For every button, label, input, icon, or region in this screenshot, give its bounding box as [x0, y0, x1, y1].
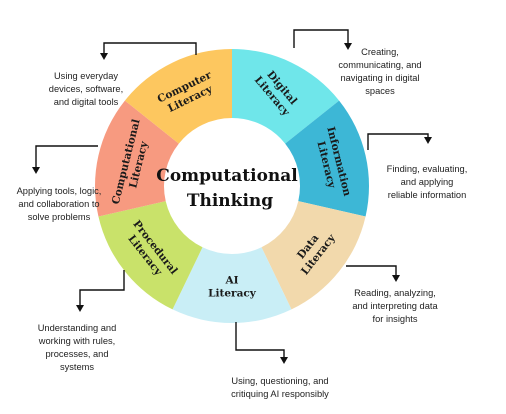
segment-computational-literacy	[94, 100, 179, 217]
description-line: Understanding and	[37, 323, 117, 333]
description-line: and applying	[400, 177, 454, 187]
segment-ring	[94, 49, 370, 323]
description-line: Applying tools, logic,	[16, 186, 102, 196]
connector-procedural	[79, 270, 125, 306]
arrowhead-computer	[100, 53, 108, 60]
description-line: and digital tools	[53, 97, 119, 107]
connector-computer	[103, 42, 197, 55]
description-digital-literacy: Creating, communicating, and navigating …	[315, 46, 445, 98]
center-title: Computational Thinking	[156, 166, 303, 211]
description-line: and collaboration to	[18, 199, 100, 209]
description-computational-literacy: Applying tools, logic, and collaboration…	[0, 185, 118, 224]
description-information-literacy: Finding, evaluating, and applying reliab…	[370, 163, 484, 202]
description-procedural-literacy: Understanding and working with rules, pr…	[22, 322, 132, 374]
description-data-literacy: Reading, analyzing, and interpreting dat…	[330, 287, 460, 326]
description-line: navigating in digital	[340, 73, 420, 83]
description-line: and interpreting data	[352, 301, 438, 311]
connector-lines	[32, 29, 432, 364]
description-line: Using everyday	[53, 71, 119, 81]
description-line: reliable information	[387, 190, 467, 200]
connector-computational	[35, 145, 98, 168]
description-line: systems	[59, 362, 95, 372]
description-line: Creating,	[361, 47, 399, 57]
segment-computer-literacy	[124, 49, 232, 144]
description-line: spaces	[365, 86, 395, 96]
arrowhead-information	[424, 137, 432, 144]
segment-data-literacy	[261, 201, 366, 310]
arrowhead-computational	[32, 167, 40, 174]
connector-ai	[235, 322, 285, 358]
segment-ai-literacy	[172, 247, 292, 323]
description-line: Using, questioning, and	[231, 376, 329, 386]
segment-procedural-literacy	[98, 201, 203, 310]
description-line: communicating, and	[338, 60, 422, 70]
arrowhead-procedural	[76, 305, 84, 312]
description-line: for insights	[372, 314, 418, 324]
arrowhead-ai	[280, 357, 288, 364]
description-computer-literacy: Using everyday devices, software, and di…	[34, 70, 138, 109]
segment-label-line: AI	[224, 275, 238, 287]
description-line: processes, and	[45, 349, 109, 359]
center-title-line-2: Thinking	[187, 191, 273, 211]
connector-information	[367, 133, 429, 150]
description-line: Finding, evaluating,	[386, 164, 468, 174]
description-ai-literacy: Using, questioning, and critiquing AI re…	[210, 375, 350, 401]
segment-label-line: Literacy	[208, 288, 257, 300]
segment-information-literacy	[285, 100, 370, 217]
connector-data	[346, 265, 397, 276]
description-line: devices, software,	[48, 84, 124, 94]
description-line: critiquing AI responsibly	[231, 389, 329, 399]
segment-digital-literacy	[232, 49, 340, 144]
center-title-line-1: Computational	[156, 166, 298, 186]
arrowhead-data	[392, 275, 400, 282]
description-line: Reading, analyzing,	[354, 288, 436, 298]
connector-digital	[293, 29, 349, 48]
arrowhead-digital	[344, 43, 352, 50]
description-line: solve problems	[27, 212, 91, 222]
description-line: working with rules,	[38, 336, 116, 346]
